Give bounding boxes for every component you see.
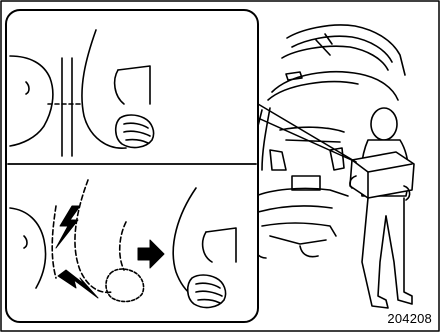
- figure-code: 204208: [387, 311, 432, 326]
- inset-panel: [6, 10, 258, 322]
